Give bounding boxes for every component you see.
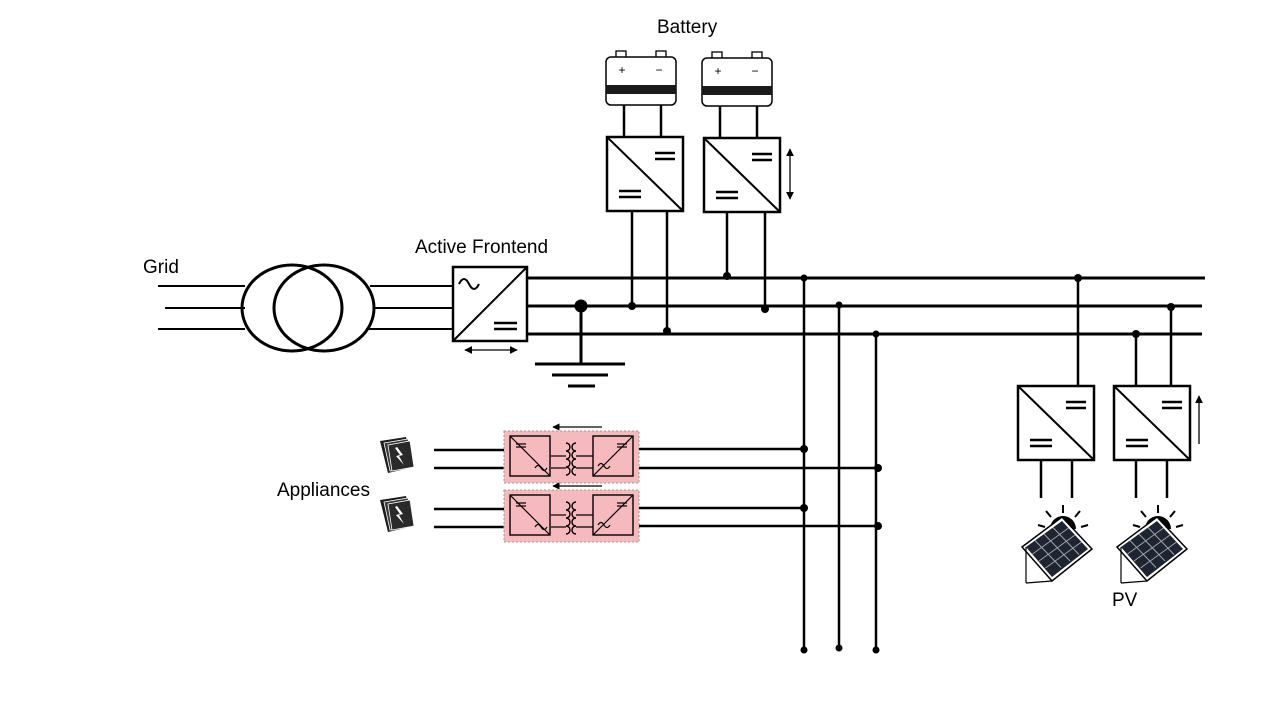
active-frontend-converter — [451, 265, 529, 343]
svg-text:+: + — [618, 63, 625, 77]
pv-bus-connections — [1076, 278, 1173, 386]
battery-label: Battery — [657, 17, 718, 38]
active-frontend-label: Active Frontend — [415, 237, 549, 258]
pv-label: PV — [1112, 590, 1138, 611]
appliance-junction-dots — [800, 445, 882, 530]
appliance-bus-lines — [639, 447, 876, 528]
battery-leads — [622, 105, 759, 138]
battery-1: + − — [605, 50, 677, 106]
battery-dcdc-converter-2 — [702, 136, 782, 214]
grid-input-lines — [158, 285, 245, 330]
pv-dcdc-converter-1 — [1016, 384, 1096, 462]
transformer-symbol — [240, 263, 376, 353]
battery-junction-dots — [628, 272, 769, 335]
appliance-icon-2 — [379, 495, 415, 533]
pv-leads — [1039, 460, 1169, 498]
ground-symbol — [535, 299, 625, 388]
appliance-input-lines — [434, 448, 507, 529]
appliances-label: Appliances — [277, 480, 370, 501]
dc-bus-lines — [527, 276, 1205, 336]
solar-panel-1 — [1021, 504, 1093, 584]
bus-junction-dots — [800, 274, 1175, 654]
svg-text:−: − — [655, 63, 662, 77]
battery-2: + − — [701, 51, 773, 107]
solar-panel-2 — [1116, 504, 1188, 584]
appliance-converter-2 — [503, 489, 640, 543]
svg-text:−: − — [751, 64, 758, 78]
appliance-icon-1 — [379, 436, 415, 474]
battery-bus-connections — [630, 211, 767, 331]
vertical-bus-lines — [802, 278, 878, 650]
transformer-output-lines — [366, 285, 453, 330]
svg-text:+: + — [714, 64, 721, 78]
pv-dcdc-converter-2 — [1112, 384, 1192, 462]
battery-dcdc-converter-1 — [605, 135, 685, 213]
appliance-converter-1 — [503, 430, 640, 484]
grid-label: Grid — [143, 257, 179, 278]
